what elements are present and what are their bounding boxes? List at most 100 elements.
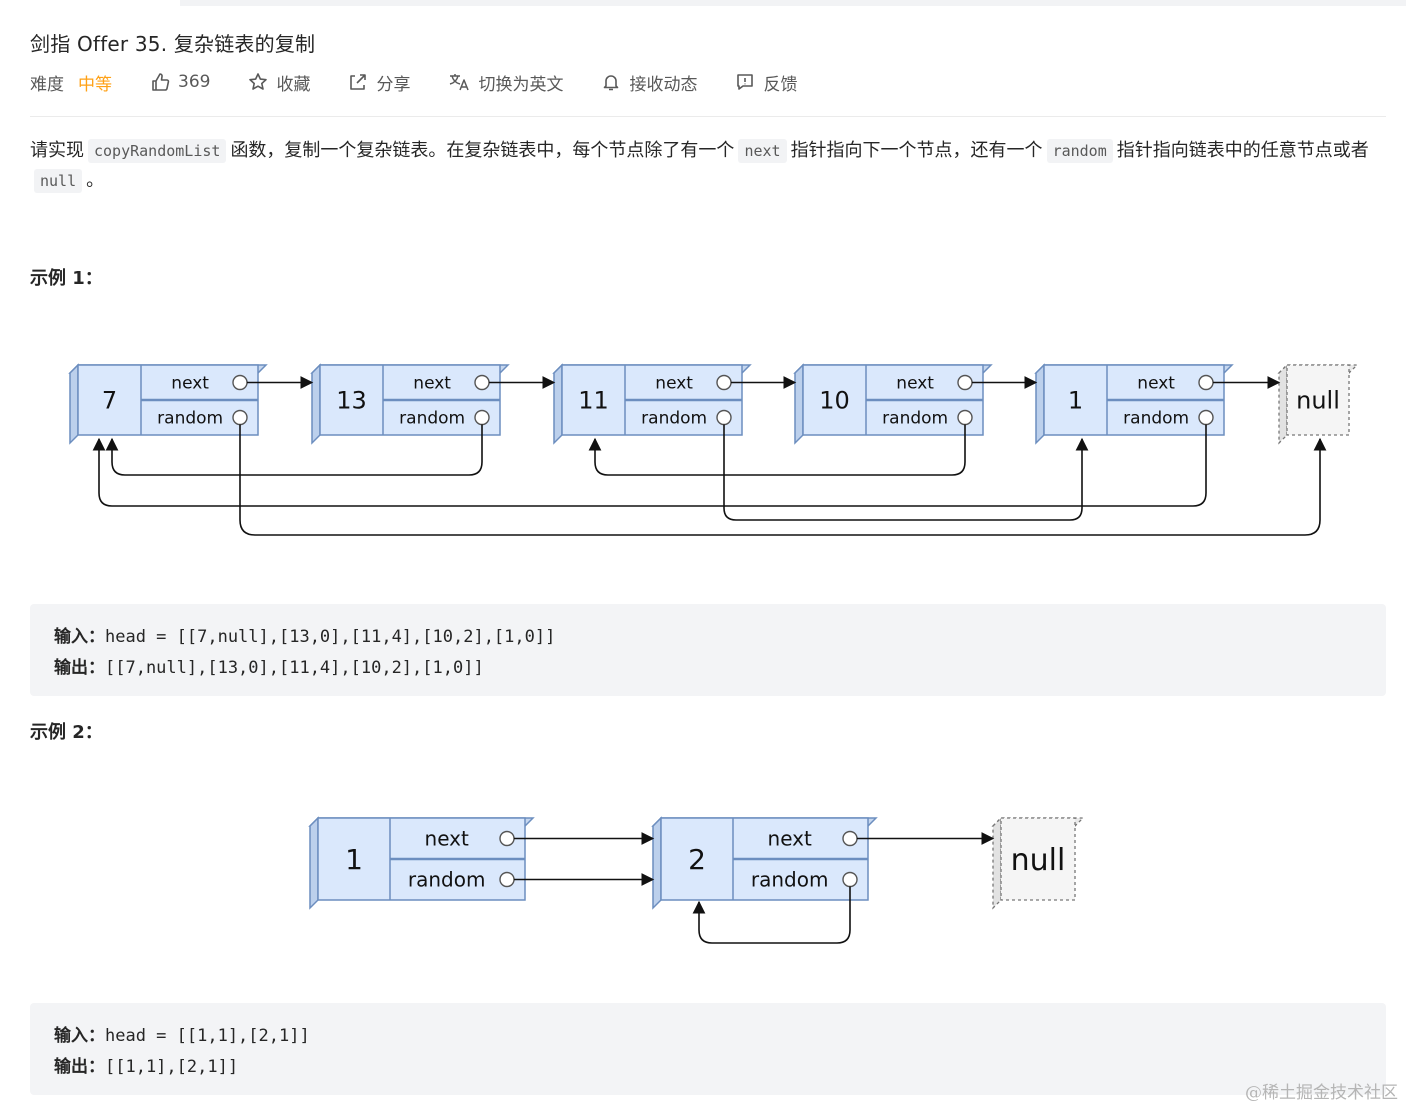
random-arrow [92,424,1207,507]
subscribe-button[interactable]: 接收动态 [601,70,697,95]
node-next-label: next [768,827,812,851]
star-icon [249,73,268,90]
node-next-label: next [425,827,469,851]
node-next-label: next [171,373,209,393]
random-arrow [692,886,851,944]
favorite-label: 收藏 [276,74,311,95]
random-pointer-port [957,409,973,426]
next-pointer-port [232,374,248,391]
next-pointer-port [1198,374,1214,391]
example-1-output-line: 输出：[[7,null],[13,0],[11,4],[10,2],[1,0]] [54,653,484,678]
example-1-heading: 示例 1： [30,268,103,289]
input-label: 输入： [54,1026,105,1046]
node-value: 1 [345,843,363,876]
node-random-label: random [751,868,829,892]
null-label: null [1011,843,1066,878]
node-random-label: random [641,408,707,428]
example-2-linked-list-diagram: 1 next random 2 next random null [308,816,1085,944]
example-1-code-block: 输入：head = [[7,null],[13,0],[11,4],[10,2]… [30,604,1386,696]
random-pointer-port [842,871,858,888]
node-random-label: random [882,408,948,428]
node-value: 13 [336,387,367,415]
problem-title: 剑指 Offer 35. 复杂链表的复制 [30,32,316,56]
random-pointer-port [232,409,248,426]
node-next-label: next [655,373,693,393]
random-arrow [105,424,483,476]
node-random-label: random [408,868,486,892]
divider [30,116,1386,117]
example-2-input-line: 输入：head = [[1,1],[2,1]] [54,1021,310,1046]
translate-icon [450,74,470,91]
node-random-label: random [399,408,465,428]
watermark: @稀土掘金技术社区 [1245,1083,1398,1103]
input-value: head = [[7,null],[13,0],[11,4],[10,2],[1… [105,627,556,647]
code-random: random [1046,139,1113,163]
example-2-heading: 示例 2： [30,722,103,743]
node-random-label: random [157,408,223,428]
node-next-label: next [413,373,451,393]
code-copy-random-list: copyRandomList [88,139,227,163]
example-1-input-line: 输入：head = [[7,null],[13,0],[11,4],[10,2]… [54,622,555,647]
output-label: 输出： [54,1057,105,1077]
switch-language-button[interactable]: 切换为英文 [448,70,563,95]
node-side-face [69,363,79,445]
thumbs-up-icon [152,73,170,91]
input-label: 输入： [54,627,105,647]
next-pointer-port [474,374,490,391]
null-label: null [1296,387,1340,415]
null-box [1000,817,1076,901]
next-pointer-port [716,374,732,391]
next-pointer-port [957,374,973,391]
node-random-label: random [1123,408,1189,428]
like-button[interactable]: 369 [150,72,210,92]
node-side-face [794,363,804,445]
node-value: 11 [578,387,609,415]
null-side-face [992,816,1002,910]
input-value: head = [[1,1],[2,1]] [105,1026,310,1046]
example-2-output-line: 输出：[[1,1],[2,1]] [54,1052,238,1077]
node-value: 7 [102,387,117,415]
null-side-face [1278,363,1288,445]
feedback-button[interactable]: 反馈 [735,70,797,95]
subscribe-label: 接收动态 [629,74,698,95]
output-label: 输出： [54,658,105,678]
node-value: 2 [688,843,706,876]
desc-text-3: 指针指向下一个节点，还有一个 [790,140,1043,161]
node-side-face [311,363,321,445]
share-button[interactable]: 分享 [348,70,410,95]
node-value: 10 [819,387,850,415]
switch-language-label: 切换为英文 [478,74,564,95]
output-value: [[1,1],[2,1]] [105,1057,239,1077]
example-2-code-block: 输入：head = [[1,1],[2,1]] 输出：[[1,1],[2,1]] [30,1003,1386,1095]
next-pointer-port [842,830,858,847]
node-side-face [1035,363,1045,445]
node-side-face [553,363,563,445]
output-value: [[7,null],[13,0],[11,4],[10,2],[1,0]] [105,658,484,678]
random-pointer-port [716,409,732,426]
code-null: null [34,169,83,193]
desc-text-5: 。 [86,170,105,191]
top-scroll-strip [180,0,1406,6]
node-side-face [309,816,319,910]
desc-text-4: 指针指向链表中的任意节点或者 [1116,140,1369,161]
desc-text-2: 函数，复制一个复杂链表。在复杂链表中，每个节点除了有一个 [230,140,735,161]
code-next: next [738,139,787,163]
next-pointer-port [499,830,515,847]
problem-meta-bar: 难度 中等 369 收藏 分享 切换为英文 接收动态 反馈 [30,66,835,98]
null-box [1286,364,1350,436]
random-pointer-port [1198,409,1214,426]
random-pointer-port [474,409,490,426]
bell-icon [604,75,619,91]
random-arrow [239,424,1327,536]
random-arrow [723,424,1089,521]
like-count: 369 [178,72,211,92]
random-pointer-port [499,871,515,888]
share-icon [350,74,367,90]
favorite-button[interactable]: 收藏 [248,70,310,95]
feedback-label: 反馈 [763,74,798,95]
desc-text-1: 请实现 [30,140,84,161]
difficulty-label: 难度 [30,74,64,95]
node-side-face [652,816,662,910]
node-next-label: next [1137,373,1175,393]
